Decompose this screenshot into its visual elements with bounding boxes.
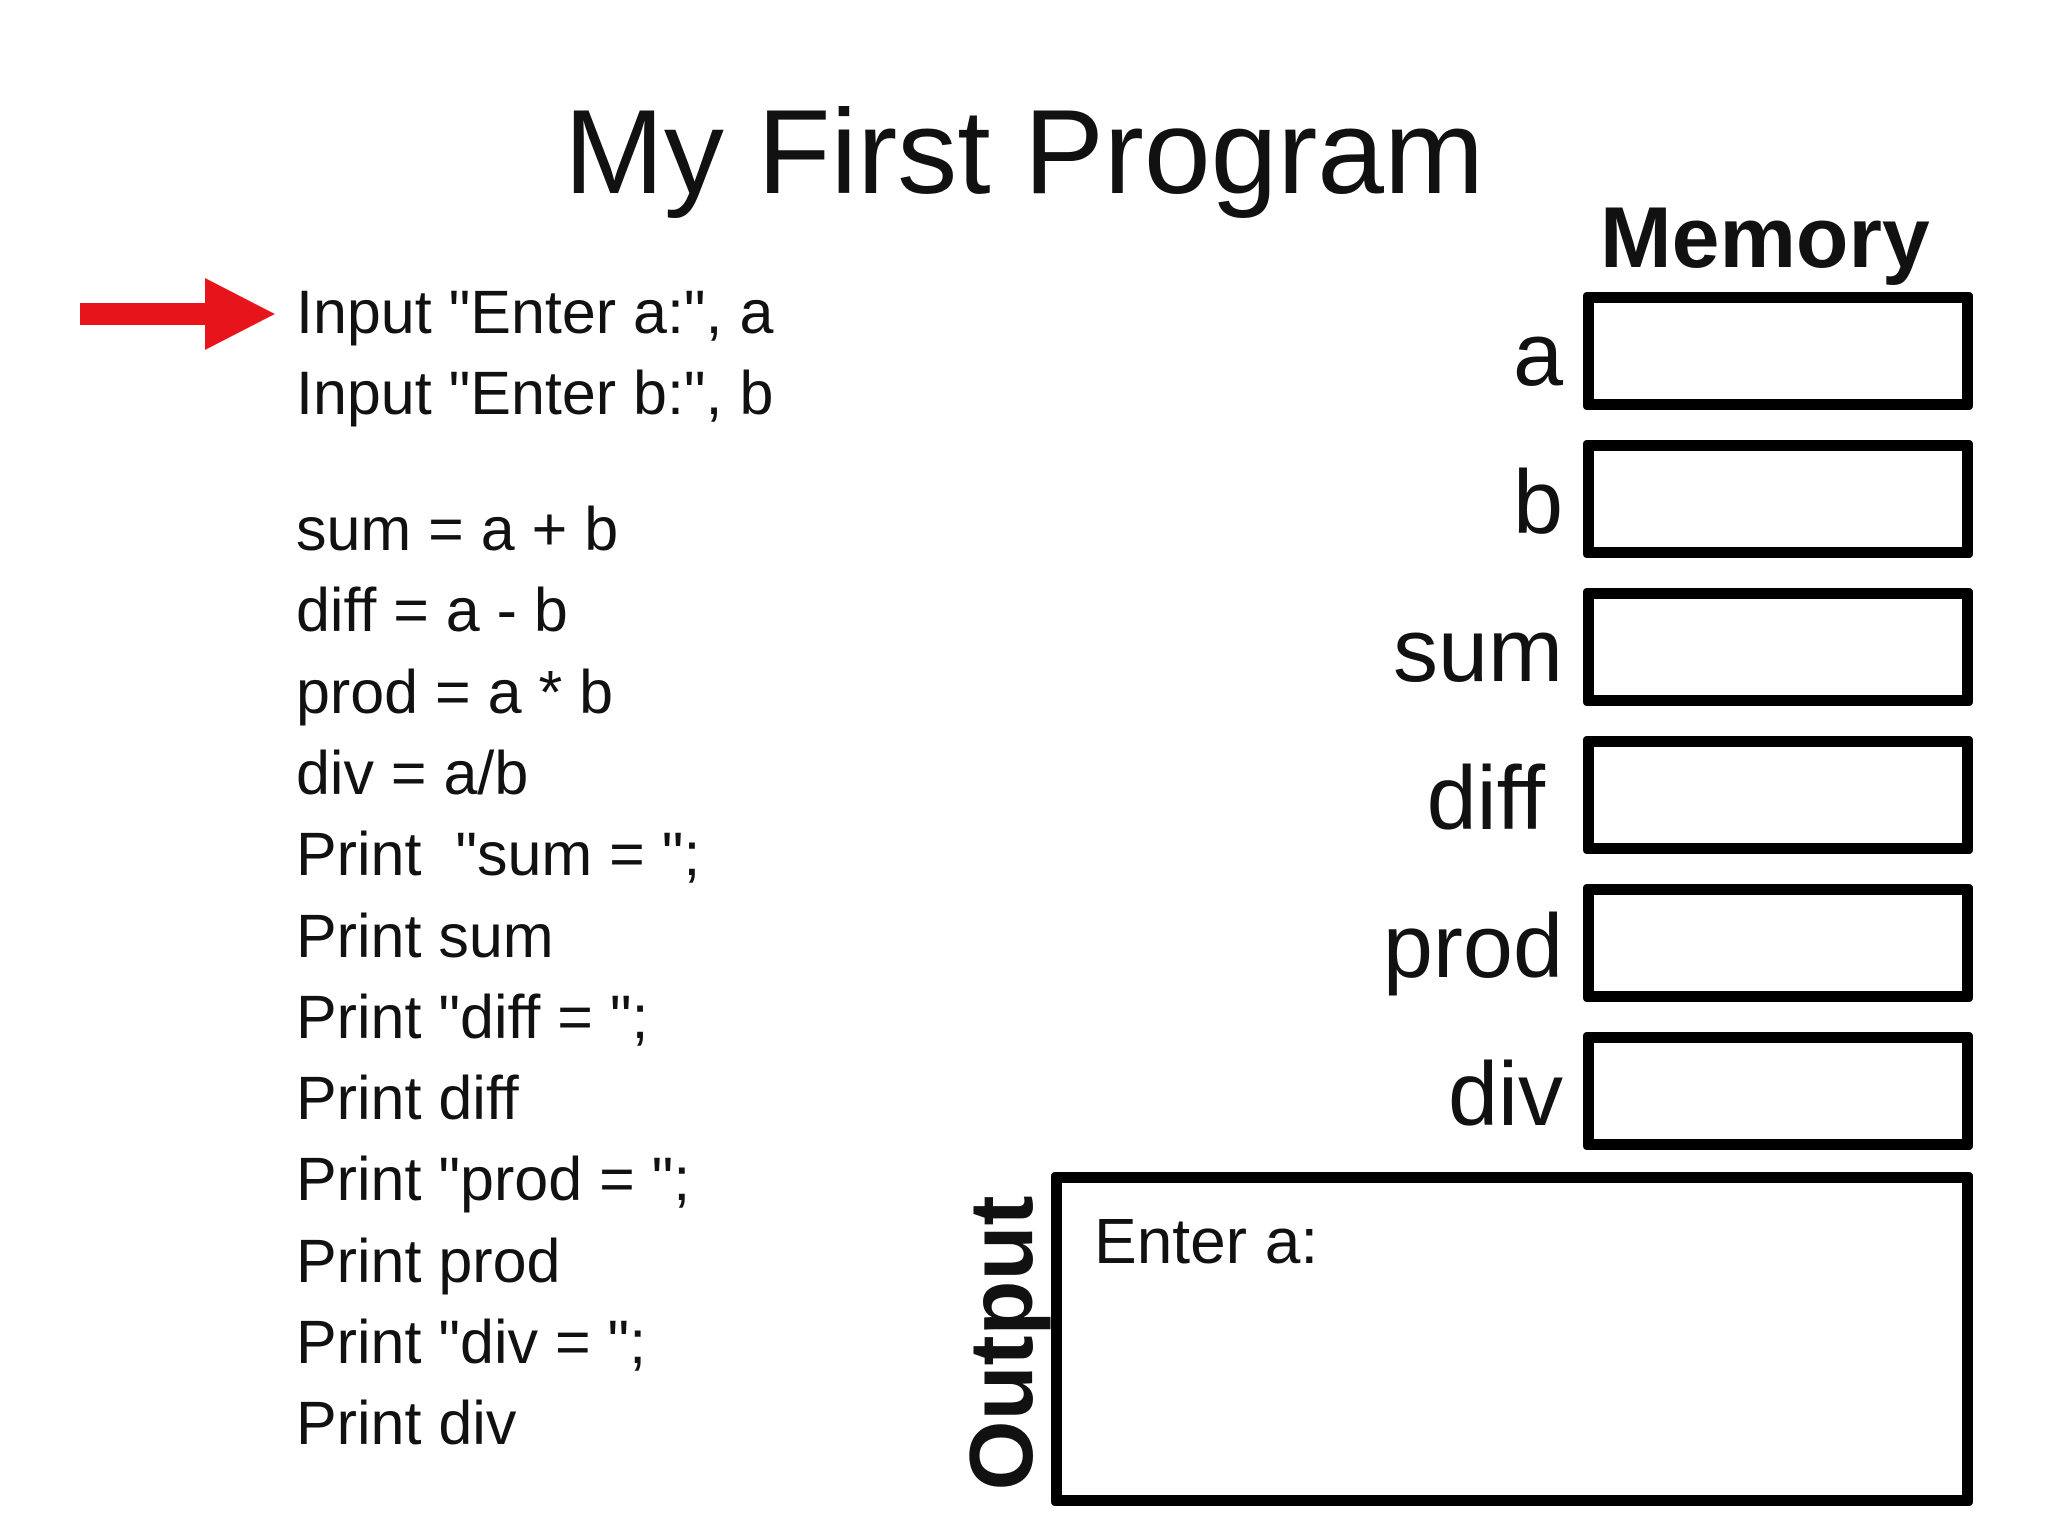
code-line-9: Print "diff = "; xyxy=(296,983,649,1051)
memory-slot-diff xyxy=(1583,736,1973,854)
memory-label-diff: diff xyxy=(1426,749,1545,849)
memory-slot-div xyxy=(1583,1032,1973,1150)
memory-label-prod: prod xyxy=(1382,897,1563,997)
code-line-7: Print "sum = "; xyxy=(296,820,701,888)
code-line-14: Print div xyxy=(296,1389,517,1457)
memory-title: Memory xyxy=(1600,190,1930,286)
code-line-1: Input "Enter a:", a xyxy=(296,278,774,346)
code-line-4: diff = a - b xyxy=(296,576,568,644)
memory-slot-sum xyxy=(1583,588,1973,706)
output-text: Enter a: xyxy=(1094,1205,1319,1277)
right-arrow-icon xyxy=(80,278,275,350)
memory-label-b: b xyxy=(1512,453,1563,553)
memory-label-a: a xyxy=(1512,305,1563,405)
memory-label-sum: sum xyxy=(1392,601,1563,701)
output-label: Output xyxy=(952,1195,1052,1491)
code-line-5: prod = a * b xyxy=(296,658,614,726)
code-line-2: Input "Enter b:", b xyxy=(296,359,774,427)
output-console: Enter a: xyxy=(1051,1172,1973,1506)
memory-slot-b xyxy=(1583,440,1973,558)
code-line-10: Print diff xyxy=(296,1064,519,1132)
code-line-6: div = a/b xyxy=(296,739,529,807)
code-line-12: Print prod xyxy=(296,1227,561,1295)
code-line-8: Print sum xyxy=(296,902,554,970)
code-line-3: sum = a + b xyxy=(296,495,619,563)
memory-slot-a xyxy=(1583,292,1973,410)
page-title: My First Program xyxy=(563,85,1485,219)
code-line-13: Print "div = "; xyxy=(296,1308,647,1376)
code-line-11: Print "prod = "; xyxy=(296,1145,691,1213)
memory-slot-prod xyxy=(1583,884,1973,1002)
memory-label-div: div xyxy=(1447,1045,1563,1145)
